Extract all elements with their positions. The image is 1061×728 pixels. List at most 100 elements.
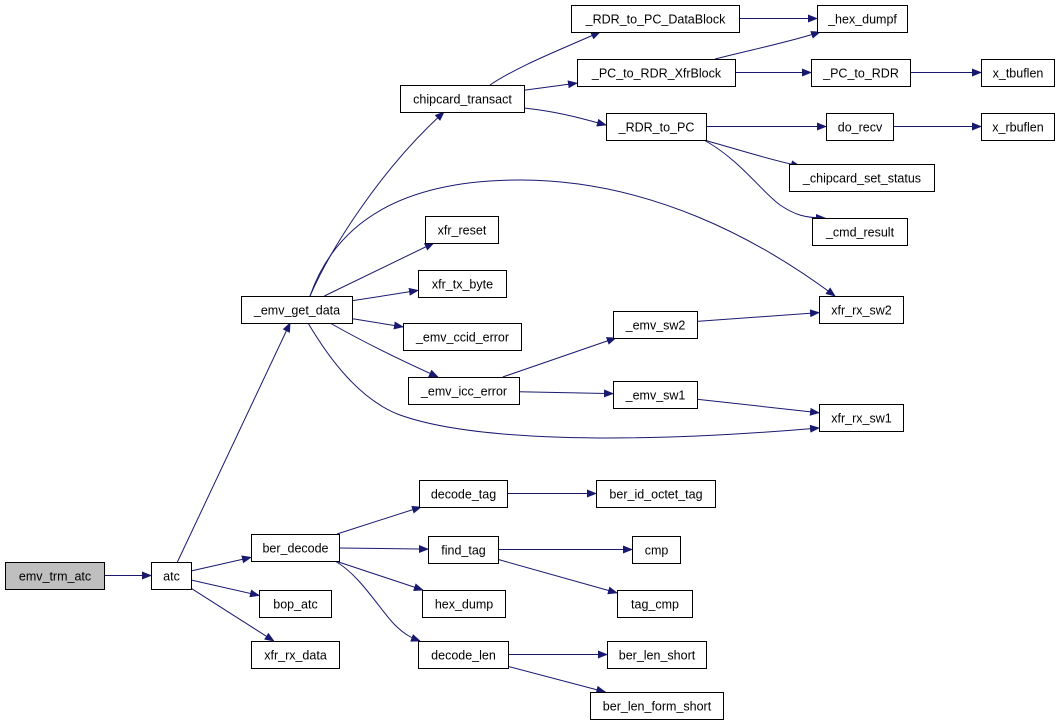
- node-emv-ccid-error[interactable]: _emv_ccid_error: [403, 323, 522, 351]
- node-label: _RDR_to_PC_DataBlock: [585, 13, 726, 27]
- edges-layer: [104, 14, 982, 694]
- node-label: do_recv: [838, 121, 883, 135]
- node-box: [571, 5, 740, 33]
- edge-find_tag-to-tag_cmp: [497, 558, 618, 595]
- edge-_RDR_to_PC-to-_chipcard_set_status: [703, 139, 801, 169]
- node-ber-len-form-short[interactable]: ber_len_form_short: [590, 692, 724, 720]
- node-label: atc: [163, 570, 180, 584]
- node-xfr-reset[interactable]: xfr_reset: [425, 216, 499, 244]
- node-box: [819, 296, 904, 324]
- node-label: _emv_sw1: [625, 389, 686, 403]
- node-box: [408, 377, 520, 405]
- edge-_RDR_to_PC-to-_cmd_result: [703, 139, 826, 222]
- node-box: [251, 534, 340, 562]
- edge-_emv_get_data-to-chipcard_transact: [309, 111, 445, 297]
- edge-atc-to-_emv_get_data: [176, 322, 291, 563]
- edge-atc-to-bop_atc: [190, 579, 260, 598]
- node-decode-tag[interactable]: decode_tag: [419, 480, 508, 508]
- node-label: xfr_rx_sw2: [831, 304, 891, 318]
- node-box: [577, 59, 736, 87]
- edge-_emv_icc_error-to-_emv_sw2: [502, 337, 617, 378]
- node-cmd-result[interactable]: _cmd_result: [812, 218, 908, 246]
- node-label: ber_len_form_short: [603, 700, 712, 714]
- node-label: ber_id_octet_tag: [609, 488, 702, 502]
- node-PC-to-RDR[interactable]: _PC_to_RDR: [811, 59, 911, 87]
- node-xfr-rx-sw1[interactable]: xfr_rx_sw1: [819, 404, 904, 432]
- node-xfr-tx-byte[interactable]: xfr_tx_byte: [418, 270, 507, 298]
- node-box: [617, 590, 693, 618]
- node-emv-icc-error[interactable]: _emv_icc_error: [408, 377, 520, 405]
- node-x-tbuflen[interactable]: x_tbuflen: [981, 59, 1055, 87]
- node-label: hex_dump: [435, 598, 493, 612]
- edge-atc-to-xfr_rx_data: [190, 587, 275, 642]
- node-label: bop_atc: [273, 598, 317, 612]
- node-label: x_tbuflen: [993, 67, 1044, 81]
- node-ber-len-short[interactable]: ber_len_short: [607, 641, 707, 669]
- node-ber-id-octet-tag[interactable]: ber_id_octet_tag: [596, 480, 716, 508]
- node-chipcard-set-status[interactable]: _chipcard_set_status: [789, 164, 935, 192]
- node-box: [590, 692, 724, 720]
- node-label: chipcard_transact: [413, 93, 512, 107]
- node-box: [607, 641, 707, 669]
- node-PC-to-RDR-XfrBlock[interactable]: _PC_to_RDR_XfrBlock: [577, 59, 736, 87]
- edge-atc-to-ber_decode: [190, 555, 252, 572]
- node-box: [819, 404, 904, 432]
- node-x-rbuflen[interactable]: x_rbuflen: [981, 113, 1055, 141]
- node-box: [817, 5, 908, 33]
- node-label: _cmd_result: [825, 226, 895, 240]
- edge-chipcard_transact-to-_PC_to_RDR_XfrBlock: [523, 80, 578, 91]
- node-label: _RDR_to_PC: [618, 121, 695, 135]
- node-emv-trm-atc[interactable]: emv_trm_atc: [5, 562, 105, 590]
- edge-ber_decode-to-decode_len: [334, 560, 421, 642]
- node-decode-len[interactable]: decode_len: [418, 641, 509, 669]
- node-chipcard-transact[interactable]: chipcard_transact: [400, 85, 525, 113]
- edge-chipcard_transact-to-_RDR_to_PC_DataBlock: [489, 31, 601, 86]
- edge-ber_decode-to-decode_tag: [336, 505, 422, 535]
- edge-_emv_sw1-to-xfr_rx_sw1: [696, 398, 820, 416]
- node-RDR-to-PC-DataBlock[interactable]: _RDR_to_PC_DataBlock: [571, 5, 740, 33]
- node-emv-sw1[interactable]: _emv_sw1: [613, 381, 698, 409]
- node-find-tag[interactable]: find_tag: [428, 536, 499, 564]
- node-box: [811, 59, 911, 87]
- node-box: [981, 113, 1055, 141]
- node-xfr-rx-data[interactable]: xfr_rx_data: [251, 641, 340, 669]
- node-ber-decode[interactable]: ber_decode: [251, 534, 340, 562]
- edge-ber_decode-to-find_tag: [338, 544, 429, 553]
- node-box: [632, 536, 681, 564]
- node-do-recv[interactable]: do_recv: [826, 113, 894, 141]
- node-cmp[interactable]: cmp: [632, 536, 681, 564]
- node-label: _emv_icc_error: [420, 385, 507, 399]
- node-tag-cmp[interactable]: tag_cmp: [617, 590, 693, 618]
- node-bop-atc[interactable]: bop_atc: [259, 590, 332, 618]
- node-label: _emv_ccid_error: [415, 331, 509, 345]
- node-box: [419, 480, 508, 508]
- node-box: [418, 270, 507, 298]
- edge-_emv_get_data-to-xfr_rx_sw1: [307, 322, 820, 439]
- node-RDR-to-PC[interactable]: _RDR_to_PC: [606, 113, 707, 141]
- node-label: xfr_rx_sw1: [831, 412, 891, 426]
- edge-decode_len-to-ber_len_form_short: [507, 665, 607, 694]
- node-emv-sw2[interactable]: _emv_sw2: [613, 311, 698, 339]
- node-label: find_tag: [441, 544, 486, 558]
- edge-_emv_get_data-to-xfr_reset: [324, 242, 435, 297]
- node-box: [251, 641, 340, 669]
- node-atc[interactable]: atc: [151, 562, 192, 590]
- node-box: [428, 536, 499, 564]
- node-label: ber_decode: [262, 542, 328, 556]
- node-box: [613, 381, 698, 409]
- node-hex-dump[interactable]: hex_dump: [422, 590, 506, 618]
- node-box: [596, 480, 716, 508]
- node-hex-dumpf[interactable]: _hex_dumpf: [817, 5, 908, 33]
- node-label: xfr_tx_byte: [432, 278, 493, 292]
- node-box: [403, 323, 522, 351]
- node-box: [400, 85, 525, 113]
- node-emv-get-data[interactable]: _emv_get_data: [241, 296, 353, 324]
- node-box: [241, 296, 353, 324]
- node-label: xfr_reset: [438, 224, 487, 238]
- edge-_emv_sw2-to-xfr_rx_sw2: [696, 309, 820, 322]
- node-box: [613, 311, 698, 339]
- node-box: [5, 562, 105, 590]
- node-label: x_rbuflen: [992, 121, 1043, 135]
- node-xfr-rx-sw2[interactable]: xfr_rx_sw2: [819, 296, 904, 324]
- node-label: _emv_get_data: [253, 304, 340, 318]
